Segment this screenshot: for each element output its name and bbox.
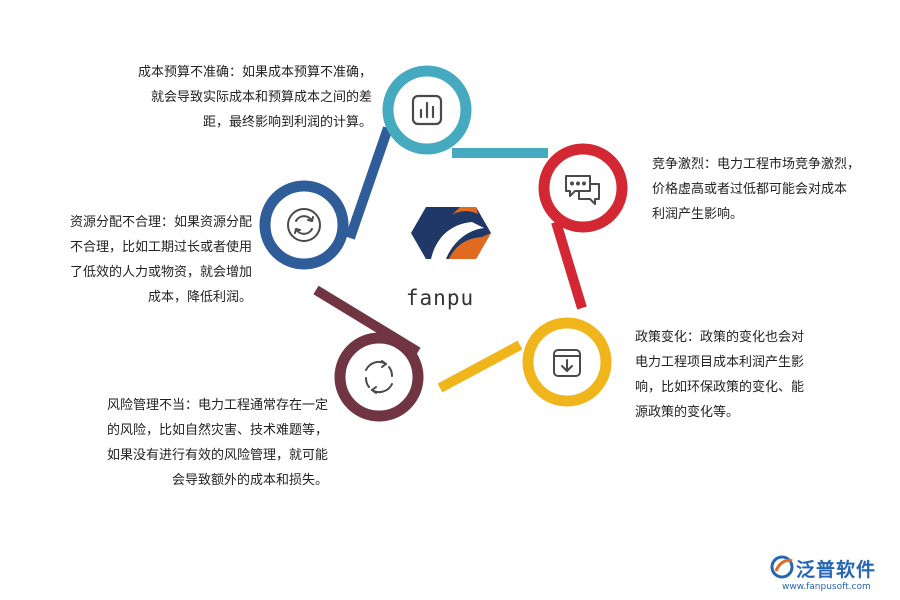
- watermark-logo-icon: [770, 555, 794, 579]
- node-navy: [259, 180, 349, 270]
- connector-red-yellow: [551, 220, 587, 310]
- watermark-url: www.fanpusoft.com: [782, 582, 871, 592]
- node-teal: [382, 65, 472, 155]
- watermark-name: 泛普软件: [796, 559, 877, 581]
- text-line: 竞争激烈：电力工程市场竞争激烈，: [652, 157, 861, 172]
- text-line: 风险管理不当：电力工程通常存在一定: [106, 398, 328, 413]
- text-line: 成本预算不准确：如果成本预算不准确，: [137, 65, 372, 80]
- cycle-icon: [365, 360, 393, 394]
- chat-icon: [565, 175, 600, 205]
- text-line: 成本，降低利润。: [147, 290, 252, 305]
- text-line: 源政策的变化等。: [635, 405, 740, 420]
- node-navy-text: 资源分配不合理：如果资源分配 不合理，比如工期过长或者使用 了低效的人力或物资，…: [70, 210, 252, 310]
- node-teal-text: 成本预算不准确：如果成本预算不准确， 就会导致实际成本和预算成本之间的差 距，最…: [138, 60, 372, 135]
- connector-yellow-maroon: [437, 340, 523, 393]
- brand-wordmark: fanpu: [405, 286, 475, 310]
- text-line: 了低效的人力或物资，就会增加: [69, 265, 252, 280]
- node-yellow: [522, 317, 612, 407]
- text-line: 就会导致实际成本和预算成本之间的差: [150, 90, 372, 105]
- text-line: 价格虚高或者过低都可能会对成本: [652, 182, 848, 197]
- text-line: 资源分配不合理：如果资源分配: [69, 215, 252, 230]
- text-line: 利润产生影响。: [652, 207, 744, 222]
- text-line: 如果没有进行有效的风险管理，就可能: [106, 448, 328, 463]
- connector-navy-teal: [345, 126, 393, 240]
- fanpu-logo: [411, 207, 491, 259]
- text-line: 不合理，比如工期过长或者使用: [69, 240, 252, 255]
- node-maroon-text: 风险管理不当：电力工程通常存在一定 的风险，比如自然灾害、技术难题等， 如果没有…: [107, 393, 328, 493]
- download-icon: [553, 349, 581, 377]
- node-yellow-text: 政策变化：政策的变化也会对 电力工程项目成本利润产生影 响，比如环保政策的变化、…: [635, 325, 804, 425]
- text-line: 政策变化：政策的变化也会对: [635, 330, 805, 345]
- text-line: 的风险，比如自然灾害、技术难题等，: [106, 423, 328, 438]
- bar-chart-icon: [411, 94, 443, 126]
- text-line: 响，比如环保政策的变化、能: [635, 380, 805, 395]
- node-red: [538, 143, 628, 233]
- node-maroon: [334, 332, 424, 422]
- text-line: 电力工程项目成本利润产生影: [635, 355, 805, 370]
- text-line: 会导致额外的成本和损失。: [171, 473, 328, 488]
- refresh-icon: [287, 208, 321, 242]
- node-red-text: 竞争激烈：电力工程市场竞争激烈， 价格虚高或者过低都可能会对成本 利润产生影响。: [652, 152, 860, 227]
- text-line: 距，最终影响到利润的计算。: [202, 115, 372, 130]
